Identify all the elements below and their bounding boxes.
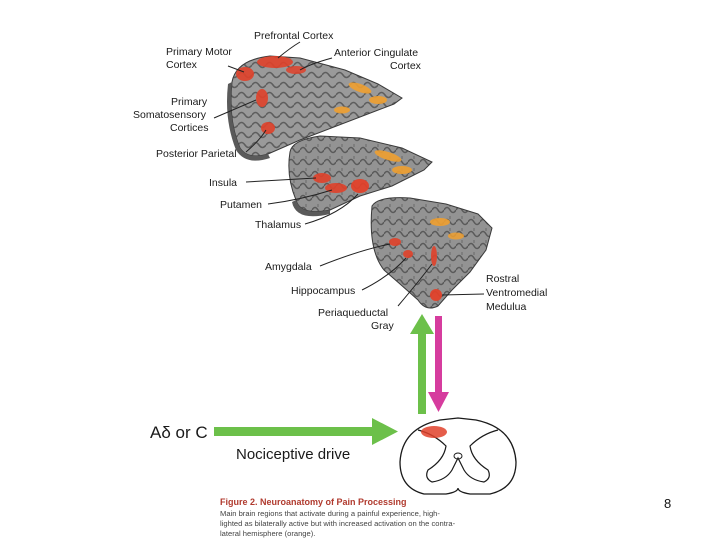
contralateral-activation-top-3 [334, 106, 350, 114]
caption-line-2: lighted as bilaterally active but with i… [220, 519, 456, 528]
posterior-parietal-activation [261, 122, 275, 134]
prefrontal-activation [257, 56, 293, 68]
label-insula: Insula [209, 177, 237, 189]
rostral-ventromedial-medulla-activation [430, 289, 442, 301]
caption-line-1: Main brain regions that activate during … [220, 509, 440, 518]
somatosensory-activation [256, 89, 268, 107]
label-rostral-3: Medulua [486, 301, 526, 313]
hippocampus-activation [403, 250, 413, 258]
contralateral-activation-top-2 [369, 96, 387, 104]
thalamus-activation [351, 179, 369, 193]
label-periaqueductal-2: Gray [371, 320, 395, 332]
label-prefrontal-cortex: Prefrontal Cortex [254, 30, 334, 42]
region-labels: Prefrontal Cortex Primary Motor Cortex A… [133, 30, 547, 332]
leader-lines [213, 41, 485, 307]
amygdala-activation [389, 238, 401, 246]
label-rostral-2: Ventromedial [486, 287, 547, 299]
figure-caption: Figure 2. Neuroanatomy of Pain Processin… [220, 497, 456, 538]
anterior-cingulate-activation [286, 66, 306, 74]
nociceptive-drive-label: Nociceptive drive [236, 446, 350, 463]
label-primary-motor-1: Primary Motor [166, 46, 232, 58]
contralateral-activation-mid-2 [392, 166, 412, 174]
ascending-pathway-arrow [410, 314, 434, 414]
nociceptive-drive-arrow [214, 418, 398, 445]
label-rostral-1: Rostral [486, 273, 519, 285]
primary-motor-activation [236, 67, 254, 81]
label-periaqueductal-1: Periaqueductal [318, 307, 388, 319]
label-somatosensory-2: Somatosensory [133, 109, 207, 121]
contralateral-activation-stem-1 [430, 218, 450, 226]
spinal-cord-cross-section [399, 417, 517, 495]
label-hippocampus: Hippocampus [291, 285, 355, 297]
contralateral-activation-top-1 [348, 82, 372, 94]
label-putamen: Putamen [220, 199, 262, 211]
brainstem-slice [370, 197, 493, 309]
contralateral-activation-mid-1 [374, 150, 402, 162]
caption-title: Figure 2. Neuroanatomy of Pain Processin… [220, 497, 407, 507]
label-somatosensory-1: Primary [171, 96, 208, 108]
label-anterior-cingulate-1: Anterior Cingulate [334, 47, 418, 59]
periaqueductal-gray-activation [431, 246, 437, 266]
page-number: 8 [664, 496, 672, 511]
label-amygdala: Amygdala [265, 261, 312, 273]
caption-line-3: lateral hemisphere (orange). [220, 529, 315, 538]
label-posterior-parietal: Posterior Parietal [156, 148, 237, 160]
top-brain-slice [227, 55, 403, 161]
insula-activation [313, 173, 331, 183]
label-primary-motor-2: Cortex [166, 59, 198, 71]
dorsal-horn-activation [421, 426, 447, 438]
fiber-type-label: Aδ or C [150, 423, 208, 442]
descending-pathway-arrow [428, 316, 449, 412]
contralateral-activation-stem-2 [448, 232, 464, 240]
label-thalamus: Thalamus [255, 219, 301, 231]
label-anterior-cingulate-2: Cortex [390, 60, 422, 72]
label-somatosensory-3: Cortices [170, 122, 209, 134]
